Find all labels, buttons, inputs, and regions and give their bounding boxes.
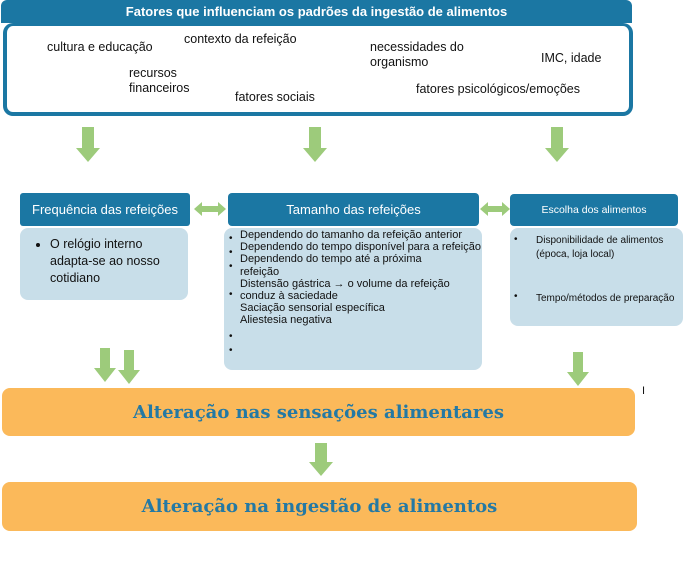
factors-header: Fatores que influenciam os padrões da in…: [1, 0, 632, 23]
double-arrow: [194, 202, 226, 216]
result-intake: Alteração na ingestão de alimentos: [2, 482, 637, 531]
factor-social: fatores sociais: [235, 90, 315, 104]
choice-header: Escolha dos alimentos: [510, 194, 678, 226]
factor-context: contexto da refeição: [184, 32, 297, 46]
stray-mark: I: [642, 385, 646, 397]
factor-bmi-age: IMC, idade: [541, 51, 602, 65]
size-line: Distensão gástrica → o volume da refeiçã…: [240, 277, 450, 290]
size-line: refeição: [240, 265, 280, 278]
size-line: conduz à saciedade: [240, 290, 338, 303]
down-arrow: [94, 348, 116, 382]
choice-item: Disponibilidade de alimentos (época, loj…: [536, 235, 664, 260]
down-arrow: [545, 127, 569, 162]
size-header: Tamanho das refeições: [228, 193, 479, 226]
factor-body-needs: necessidades do organismo: [370, 40, 464, 69]
factor-culture: cultura e educação: [47, 40, 153, 54]
size-line: Saciação sensorial específica: [240, 302, 385, 315]
down-arrow: [303, 127, 327, 162]
size-line: Dependendo do tamanho da refeição anteri…: [240, 229, 462, 241]
down-arrow: [567, 352, 589, 386]
size-line: Dependendo do tempo disponível para a re…: [240, 241, 481, 254]
double-arrow: [480, 202, 510, 216]
size-box: •••••• Dependendo do tamanho da refeição…: [224, 228, 482, 370]
choice-item: Tempo/métodos de preparação: [536, 293, 675, 304]
factor-psychological: fatores psicológicos/emoções: [416, 82, 580, 96]
size-line: Dependendo do tempo até a próxima: [240, 253, 422, 266]
result-sensations: Alteração nas sensações alimentares: [2, 388, 635, 436]
factor-financial: recursos financeiros: [129, 66, 190, 95]
down-arrow: [309, 443, 333, 476]
frequency-item: O relógio interno adapta-se ao nosso cot…: [50, 236, 180, 287]
down-arrow: [118, 350, 140, 384]
choice-box: • Disponibilidade de alimentos (época, l…: [510, 228, 683, 326]
down-arrow: [76, 127, 100, 162]
frequency-header: Frequência das refeições: [20, 193, 190, 226]
factors-box: cultura e educação contexto da refeição …: [3, 23, 633, 116]
bullets: ••••••: [229, 233, 233, 356]
size-line: Aliestesia negativa: [240, 314, 332, 327]
frequency-box: O relógio interno adapta-se ao nosso cot…: [20, 228, 188, 300]
